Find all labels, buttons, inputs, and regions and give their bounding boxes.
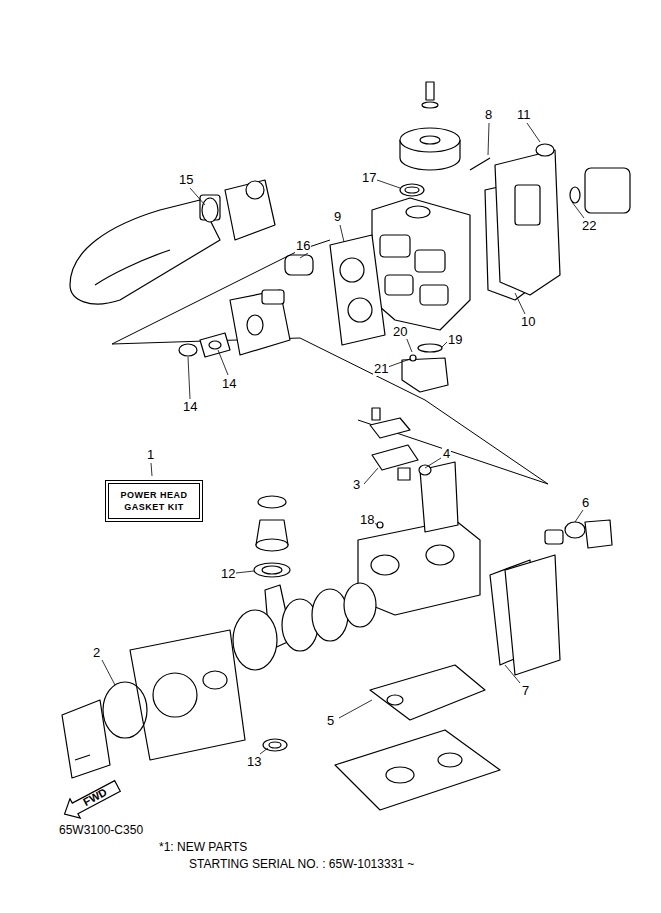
arrow-label: FWD: [58, 775, 123, 824]
kit-title: POWER HEAD GASKET KIT: [115, 489, 193, 513]
callout-number: 2: [92, 646, 101, 660]
callout-number: 15: [178, 173, 194, 187]
callout-number: 16: [295, 239, 311, 253]
callout-number: 17: [361, 171, 377, 185]
callout-number: 4: [442, 447, 451, 461]
footnote-text: *1: NEW PARTS: [158, 840, 248, 854]
forward-arrow: FWD: [58, 775, 124, 825]
footnote-text: STARTING SERIAL NO. : 65W-1013331 ~: [188, 857, 415, 871]
callout-number: 1: [146, 448, 155, 462]
callout-number: 18: [359, 513, 375, 527]
callout-number: 19: [447, 333, 463, 347]
callout-number: 13: [246, 755, 262, 769]
callout-number: 8: [484, 108, 493, 122]
callout-number: 5: [326, 714, 335, 728]
callout-number: 14: [221, 377, 237, 391]
callout-number: 9: [333, 210, 342, 224]
callout-number: 14: [182, 400, 198, 414]
footnote-text: 65W3100-C350: [58, 823, 144, 837]
callout-number: 3: [352, 478, 361, 492]
callout-number: 6: [581, 496, 590, 510]
callout-number: 11: [516, 108, 532, 122]
kit-box: POWER HEAD GASKET KIT: [108, 483, 200, 519]
callout-number: 20: [392, 325, 408, 339]
callout-number: 21: [373, 362, 389, 376]
callout-number: 12: [220, 567, 236, 581]
callout-number: 22: [581, 219, 597, 233]
callout-number: 10: [520, 315, 536, 329]
callout-number: 7: [521, 684, 530, 698]
